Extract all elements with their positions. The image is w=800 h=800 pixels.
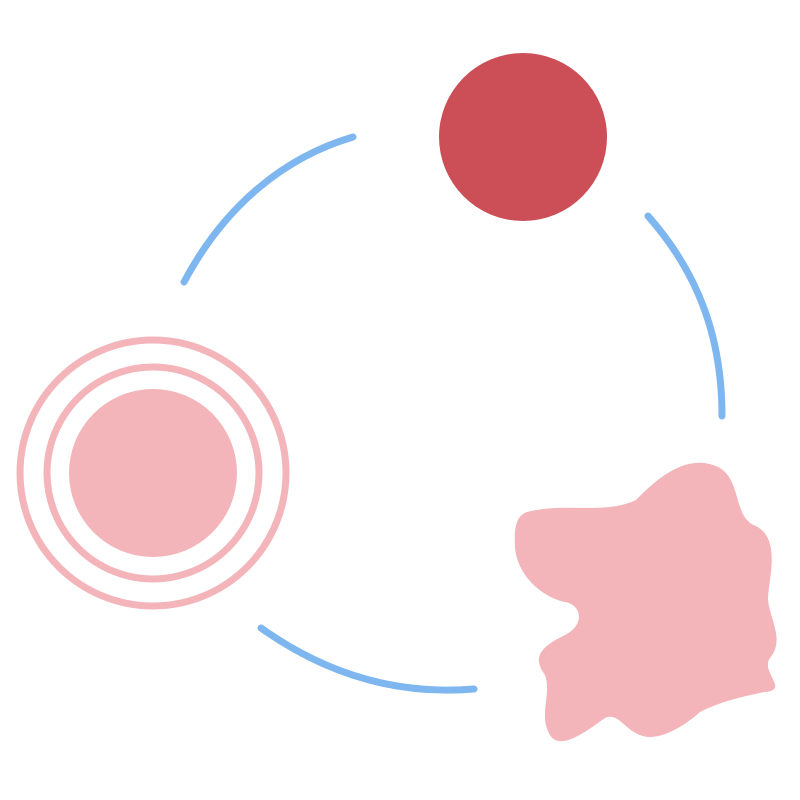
cycle-arc-top-left <box>180 133 357 286</box>
amorphous-pink-blob <box>514 462 777 742</box>
inner-ring <box>43 363 263 583</box>
ringed-circle-core <box>69 389 237 557</box>
cycle-arc-bottom <box>257 624 478 694</box>
outer-ring <box>16 336 290 610</box>
cycle-arc-right <box>644 212 726 420</box>
solid-red-circle <box>439 53 607 221</box>
ringed-pink-circle <box>16 336 290 610</box>
